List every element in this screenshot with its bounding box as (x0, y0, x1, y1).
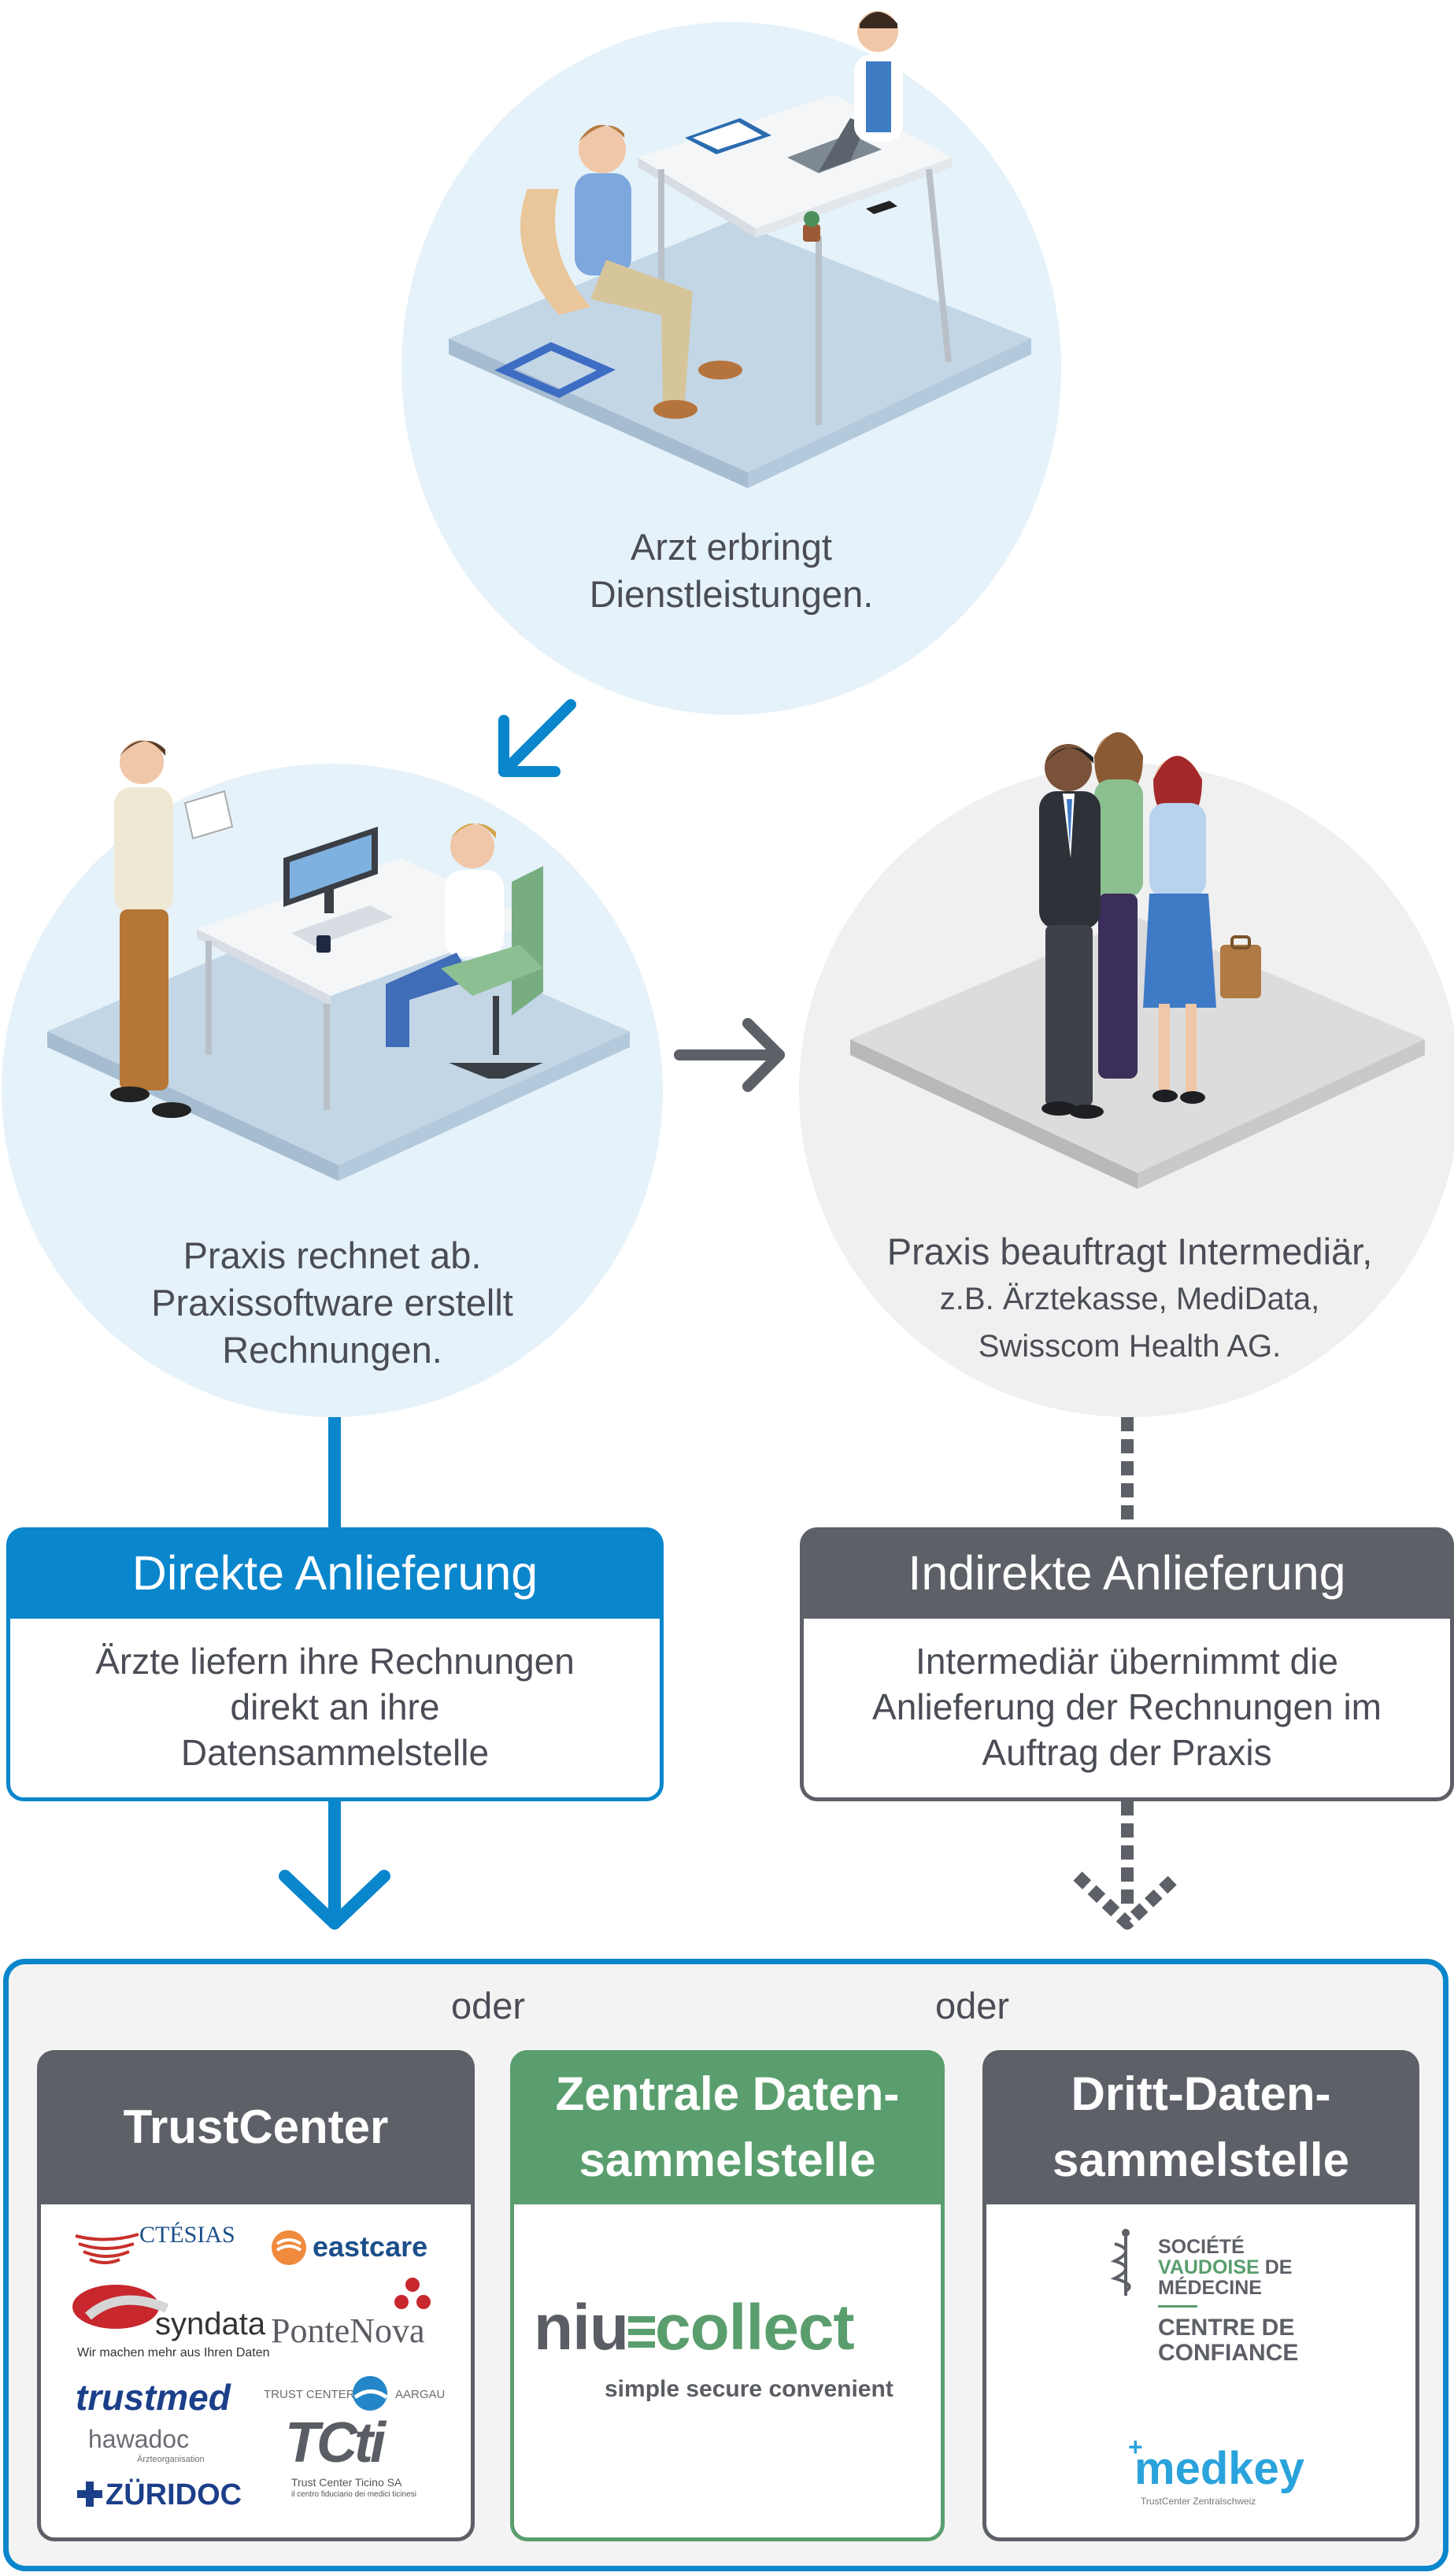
direct-delivery-line3: Datensammelstelle (180, 1732, 490, 1773)
direct-delivery-header: Direkte Anlieferung (6, 1527, 664, 1619)
medkey-logo-text: medkey (1134, 2443, 1305, 2494)
direct-delivery-title: Direkte Anlieferung (131, 1546, 538, 1600)
or-label-2: oder (934, 1985, 1010, 2026)
indirect-dashed-connector (1121, 1417, 1134, 1527)
eastcare-logo-icon (272, 2230, 306, 2265)
ctesias-logo-text: CTÉSIAS (139, 2222, 235, 2248)
svm-logo-line3: MÉDECINE (1158, 2277, 1262, 2299)
niucollect-logo-part2: collect (654, 2292, 855, 2363)
aargau-logo-icon (353, 2376, 388, 2411)
indirect-delivery-header: Indirekte Anlieferung (800, 1527, 1454, 1619)
practice-step-line1: Praxis rechnet ab. (183, 1234, 482, 1276)
syndata-logo-text: syndata (155, 2307, 266, 2341)
arrow-down-icon (279, 1801, 390, 1930)
niucollect-logo: niu collect (534, 2291, 855, 2365)
doctor-consultation-illustration (449, 11, 1031, 488)
doctor-step-text: Arzt erbringt Dienstleistungen. (401, 524, 1061, 618)
third-collection-body: SOCIÉTÉ VAUDOISE DE MÉDECINE CENTRE DE C… (982, 2204, 1419, 2541)
or-label-1: oder (450, 1985, 526, 2026)
hawadoc-logo-text: hawadoc (88, 2425, 190, 2453)
practice-step-line3: Rechnungen. (222, 1329, 442, 1371)
niucollect-tagline: simple secure convenient (605, 2376, 893, 2402)
trustcenter-logos: CTÉSIAS eastcare syndata Wir machen mehr… (37, 2204, 475, 2541)
svm-logo-line4: CENTRE DE (1158, 2315, 1295, 2341)
direct-delivery-line2: direkt an ihre (230, 1686, 440, 1727)
syndata-logo-icon (72, 2285, 169, 2329)
arrow-down-left-icon (498, 699, 576, 777)
tcti-logo-sub-1: Trust Center Ticino SA (291, 2476, 402, 2489)
trustmed-logo-text: trustmed (76, 2377, 231, 2418)
intermediary-step-text: Praxis beauftragt Intermediär, z.B. Ärzt… (799, 1228, 1454, 1370)
caduceus-icon (1110, 2229, 1131, 2296)
medkey-plus-icon: + (1128, 2433, 1143, 2461)
pontenova-dots-icon (394, 2278, 431, 2309)
pontenova-logo-text: PonteNova (271, 2311, 425, 2350)
svm-logo-line1: SOCIÉTÉ (1158, 2236, 1245, 2258)
svm-logo-line2: VAUDOISE DE (1158, 2256, 1292, 2279)
ctesias-logo-icon (75, 2233, 139, 2264)
aargau-logo-text-2: AARGAU (395, 2388, 446, 2401)
central-collection-header: Zentrale Daten- sammelstelle (510, 2050, 945, 2204)
svm-logo-line5: CONFIANCE (1158, 2340, 1299, 2366)
indirect-delivery-line1: Intermediär übernimmt die (916, 1641, 1338, 1682)
direct-delivery-line1: Ärzte liefern ihre Rechnungen (95, 1641, 575, 1682)
indirect-delivery-line3: Auftrag der Praxis (982, 1732, 1272, 1773)
direct-delivery-body: Ärzte liefern ihre Rechnungen direkt an … (6, 1619, 664, 1801)
third-title-line1: Dritt-Daten- (1071, 2067, 1331, 2120)
third-collection-header: Dritt-Daten- sammelstelle (982, 2050, 1419, 2204)
central-collection-body: niu collect simple secure convenient (510, 2204, 945, 2541)
doctor-step-line2: Dienstleistungen. (589, 573, 874, 615)
practice-step-text: Praxis rechnet ab. Praxissoftware erstel… (2, 1232, 663, 1374)
svm-divider (1158, 2305, 1197, 2308)
zuridoc-cross-icon (77, 2482, 102, 2507)
intermediary-people-illustration (850, 732, 1425, 1189)
tcti-logo-sub-2: il centro fiduciario dei medici ticinesi (291, 2490, 416, 2499)
tcti-logo-text: TCti (285, 2411, 386, 2474)
arrow-right-icon (674, 1018, 785, 1092)
trustcenter-title: TrustCenter (123, 2100, 389, 2153)
eastcare-logo-text: eastcare (313, 2230, 428, 2263)
intermediary-step-line1: Praxis beauftragt Intermediär, (886, 1231, 1373, 1272)
syndata-tagline: Wir machen mehr aus Ihren Daten (77, 2346, 270, 2359)
practice-step-line2: Praxissoftware erstellt (151, 1282, 513, 1323)
indirect-delivery-body: Intermediär übernimmt die Anlieferung de… (800, 1619, 1454, 1801)
niucollect-bars-icon (627, 2316, 655, 2348)
indirect-delivery-title: Indirekte Anlieferung (908, 1546, 1346, 1600)
svm-logo-vaudoise: VAUDOISE (1158, 2256, 1260, 2278)
doctor-step-line1: Arzt erbringt (631, 526, 832, 568)
zuridoc-logo-text: ZÜRIDOC (105, 2478, 242, 2511)
aargau-logo-text: TRUST CENTER (264, 2388, 355, 2401)
svm-logo-de: DE (1264, 2256, 1293, 2278)
practice-billing-illustration (47, 740, 630, 1181)
trustcenter-header: TrustCenter (37, 2050, 475, 2204)
hawadoc-logo-sub: Ärzteorganisation (137, 2455, 205, 2464)
third-title-line2: sammelstelle (1053, 2134, 1349, 2186)
medkey-logo-sub: TrustCenter Zentralschweiz (1141, 2496, 1256, 2507)
direct-connector-line (328, 1417, 341, 1527)
intermediary-step-line2: z.B. Ärztekasse, MediData, (939, 1282, 1320, 1316)
dashed-arrow-down-icon (1073, 1801, 1182, 1930)
central-title-line2: sammelstelle (579, 2134, 876, 2186)
niucollect-logo-part1: niu (534, 2292, 629, 2363)
central-title-line1: Zentrale Daten- (555, 2067, 900, 2120)
intermediary-step-line3: Swisscom Health AG. (978, 1329, 1282, 1364)
indirect-delivery-line2: Anlieferung der Rechnungen im (872, 1686, 1382, 1727)
